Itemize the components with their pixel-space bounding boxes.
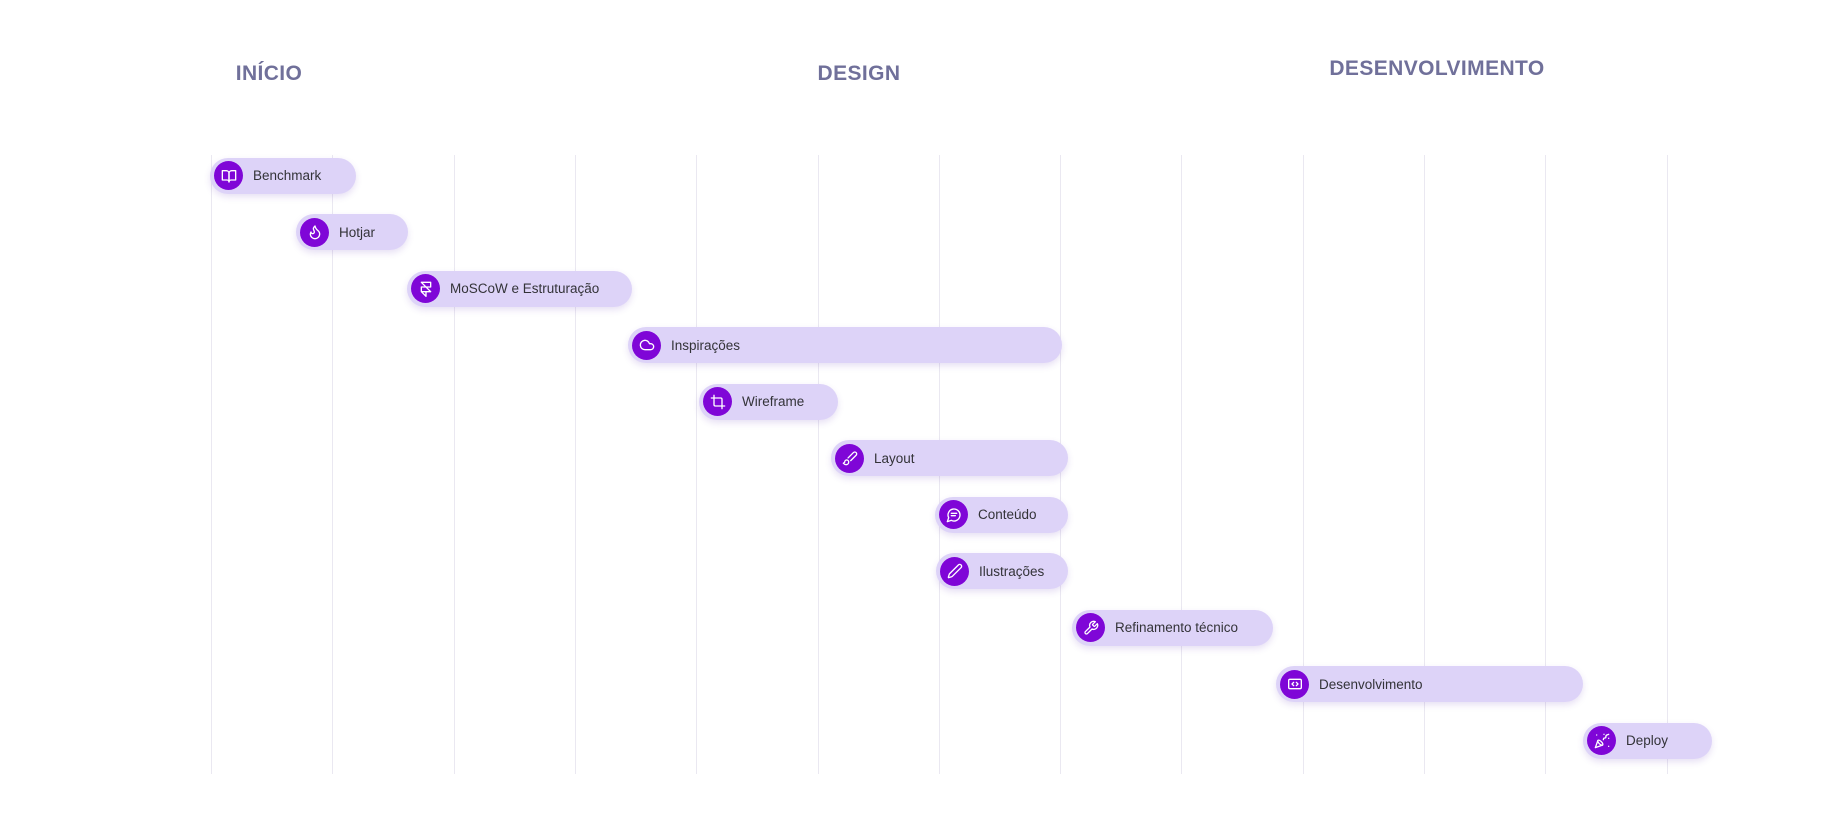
grid-line	[211, 155, 212, 774]
framer-icon	[411, 274, 440, 303]
task-bar[interactable]: Conteúdo	[935, 496, 1068, 533]
task-label: Desenvolvimento	[1319, 676, 1423, 692]
phase-header-design: DESIGN	[817, 62, 901, 85]
book-open-icon	[214, 161, 243, 190]
grid-line	[1424, 155, 1425, 774]
brush-icon	[835, 443, 864, 473]
task-bar[interactable]: Wireframe	[699, 383, 838, 420]
grid-line	[1667, 155, 1668, 774]
task-label: Benchmark	[253, 168, 322, 183]
grid-line	[1545, 155, 1546, 774]
crop-icon	[703, 387, 732, 416]
phase-header-início: INÍCIO	[235, 62, 303, 85]
task-label: Deploy	[1626, 733, 1669, 748]
grid-line	[1303, 155, 1304, 774]
grid-line	[454, 155, 455, 774]
flame-icon	[300, 217, 329, 247]
pen-icon	[940, 556, 969, 586]
grid-line	[332, 155, 333, 774]
phase-header-desenvolvimento: DESENVOLVIMENTO	[1329, 57, 1545, 80]
grid-line	[818, 155, 819, 774]
task-bar[interactable]: MoSCoW e Estruturação	[407, 270, 632, 307]
task-label: Inspirações	[671, 337, 741, 353]
message-text-icon	[939, 500, 968, 529]
party-popper-icon	[1587, 726, 1616, 755]
grid-line	[1181, 155, 1182, 774]
task-bar[interactable]: Inspirações	[628, 327, 1062, 363]
task-bar[interactable]: Hotjar	[296, 214, 408, 250]
grid-line	[696, 155, 697, 774]
task-bar[interactable]: Desenvolvimento	[1276, 666, 1583, 702]
task-bar[interactable]: Deploy	[1583, 722, 1712, 759]
task-label: Hotjar	[339, 224, 376, 240]
task-bar[interactable]: Benchmark	[210, 157, 356, 194]
wrench-icon	[1076, 613, 1105, 642]
task-label: Refinamento técnico	[1115, 620, 1239, 635]
task-bar[interactable]: Ilustrações	[936, 553, 1068, 589]
task-label: Conteúdo	[978, 507, 1037, 522]
task-bar[interactable]: Layout	[831, 440, 1068, 476]
task-label: Layout	[874, 450, 915, 466]
task-bar[interactable]: Refinamento técnico	[1072, 609, 1273, 646]
grid-line	[575, 155, 576, 774]
task-label: Wireframe	[742, 394, 805, 409]
cloud-icon	[632, 330, 661, 360]
code-window-icon	[1280, 669, 1309, 699]
task-label: MoSCoW e Estruturação	[450, 281, 600, 296]
task-label: Ilustrações	[979, 563, 1045, 579]
